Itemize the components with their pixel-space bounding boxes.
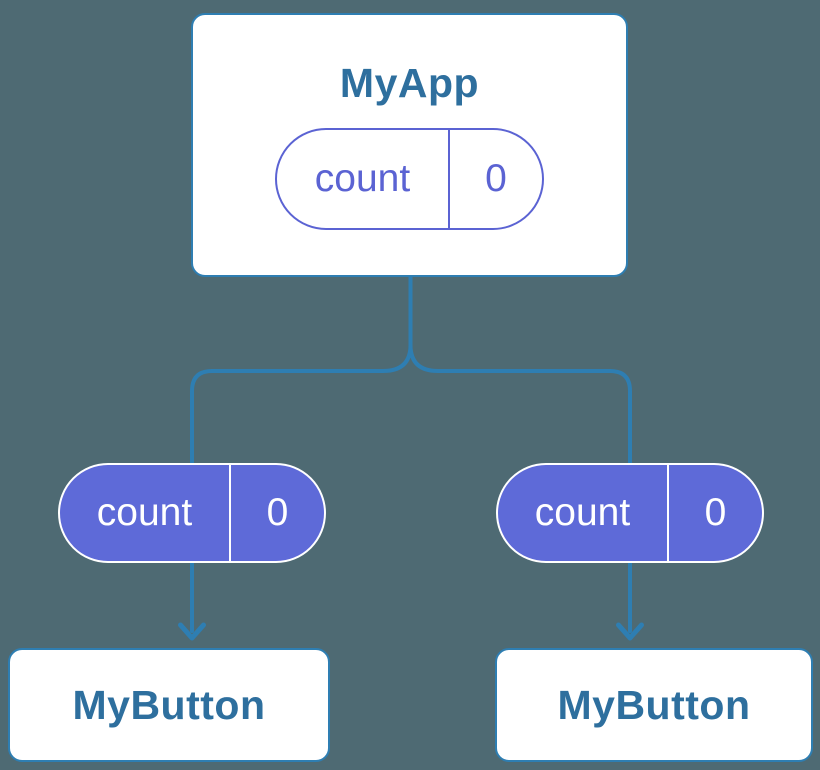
child-component-card-right: MyButton	[495, 648, 813, 762]
root-state-pill: count 0	[275, 128, 544, 230]
connector-right-branch	[408, 275, 632, 633]
child-component-title: MyButton	[72, 681, 266, 728]
prop-name-label: count	[498, 465, 669, 561]
prop-value-label: 0	[704, 491, 727, 534]
prop-name-label: count	[60, 465, 231, 561]
connector-left-branch	[190, 275, 413, 633]
state-value-label: 0	[485, 157, 507, 200]
arrow-down-icon	[178, 622, 206, 641]
child-component-title: MyButton	[557, 681, 751, 728]
root-component-card: MyApp count 0	[191, 13, 628, 277]
root-component-title: MyApp	[339, 60, 480, 106]
arrow-down-icon	[616, 622, 644, 641]
state-name-label: count	[277, 130, 450, 228]
prop-pill-right: count 0	[496, 463, 764, 563]
child-component-card-left: MyButton	[8, 648, 330, 762]
prop-value-label: 0	[266, 491, 289, 534]
prop-pill-left: count 0	[58, 463, 326, 563]
